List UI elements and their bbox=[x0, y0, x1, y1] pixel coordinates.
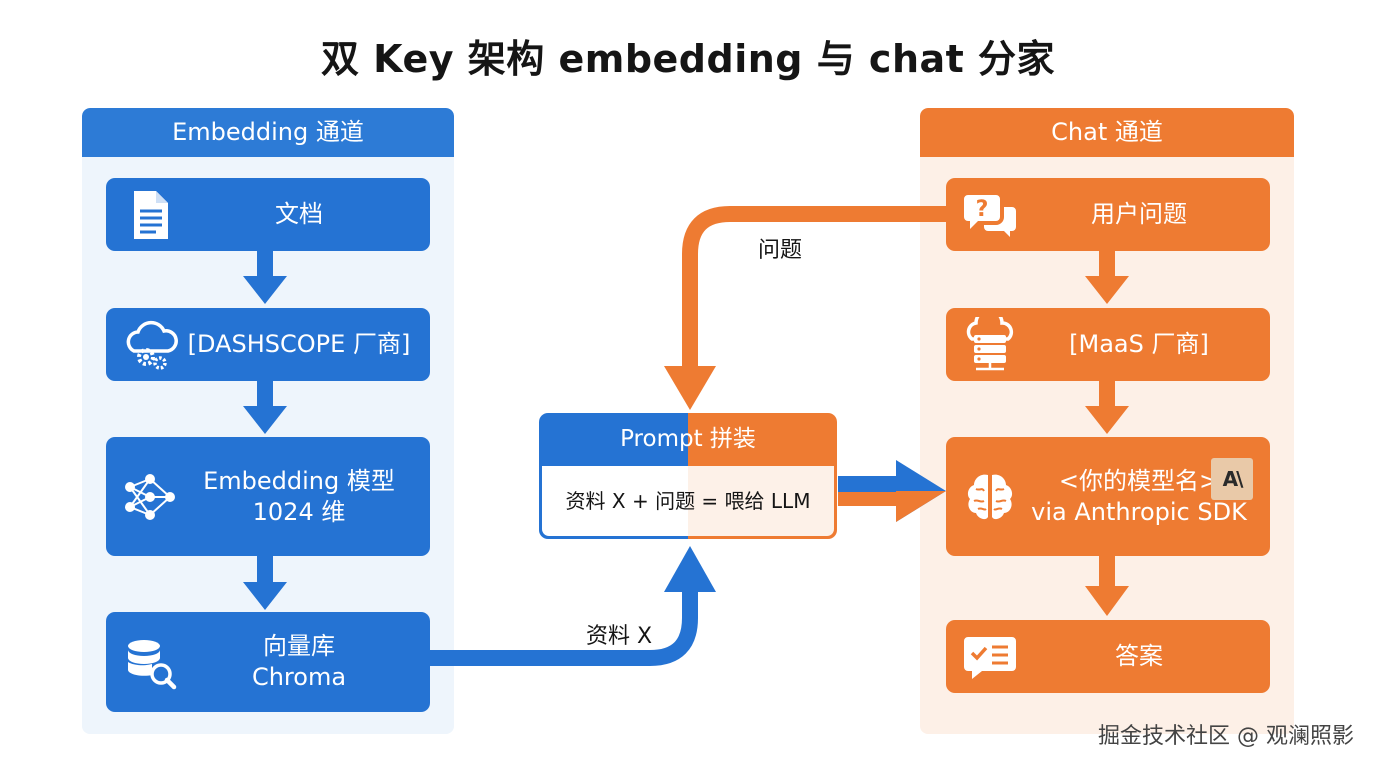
question-arrowhead bbox=[664, 366, 716, 410]
chat-channel-header: Chat 通道 bbox=[920, 108, 1294, 157]
cloud-server-icon bbox=[966, 316, 1014, 370]
watermark: 掘金技术社区 @ 观澜照影 bbox=[1098, 724, 1354, 749]
step-chat-model-label: <你的模型名> via Anthropic SDK bbox=[1031, 466, 1247, 526]
step-embedding-model-label: Embedding 模型 1024 维 bbox=[203, 466, 395, 526]
step-dashscope-vendor: [DASHSCOPE 厂商] bbox=[106, 308, 430, 381]
brain-icon bbox=[967, 474, 1013, 519]
step-user-question-label: 用户问题 bbox=[1091, 200, 1187, 228]
step-answer-label: 答案 bbox=[1115, 642, 1163, 670]
step-answer: 答案 bbox=[946, 620, 1270, 693]
neural-network-icon bbox=[125, 473, 175, 520]
answer-checklist-icon bbox=[964, 636, 1016, 679]
step-vector-store: 向量库 Chroma bbox=[106, 612, 430, 712]
step-document-label: 文档 bbox=[275, 200, 323, 228]
step-dashscope-label: [DASHSCOPE 厂商] bbox=[187, 330, 411, 358]
prompt-formula: 资料 X + 问题 = 喂给 LLM bbox=[542, 466, 834, 536]
question-chat-icon: ? bbox=[964, 194, 1016, 237]
step-maas-label: [MaaS 厂商] bbox=[1069, 330, 1209, 358]
step-vector-store-label: 向量库 Chroma bbox=[251, 632, 347, 691]
document-icon bbox=[134, 190, 168, 239]
step-maas-vendor: [MaaS 厂商] bbox=[946, 308, 1270, 381]
step-user-question: ? 用户问题 bbox=[946, 178, 1270, 251]
anthropic-logo-icon: A\ bbox=[1211, 458, 1253, 500]
material-flow-label: 资料 X bbox=[586, 624, 653, 649]
cloud-gears-icon bbox=[126, 320, 178, 370]
material-arrowhead bbox=[664, 546, 716, 592]
embedding-channel-header: Embedding 通道 bbox=[82, 108, 454, 157]
svg-text:?: ? bbox=[976, 197, 989, 222]
step-document: 文档 bbox=[106, 178, 430, 251]
question-flow-label: 问题 bbox=[758, 238, 803, 263]
step-embedding-model: Embedding 模型 1024 维 bbox=[106, 437, 430, 556]
prompt-assembly-header: Prompt 拼装 bbox=[620, 426, 756, 452]
diagram-title: 双 Key 架构 embedding 与 chat 分家 bbox=[320, 37, 1056, 81]
database-search-icon bbox=[128, 640, 177, 690]
prompt-assembly-box: Prompt 拼装 资料 X + 问题 = 喂给 LLM bbox=[539, 413, 837, 539]
